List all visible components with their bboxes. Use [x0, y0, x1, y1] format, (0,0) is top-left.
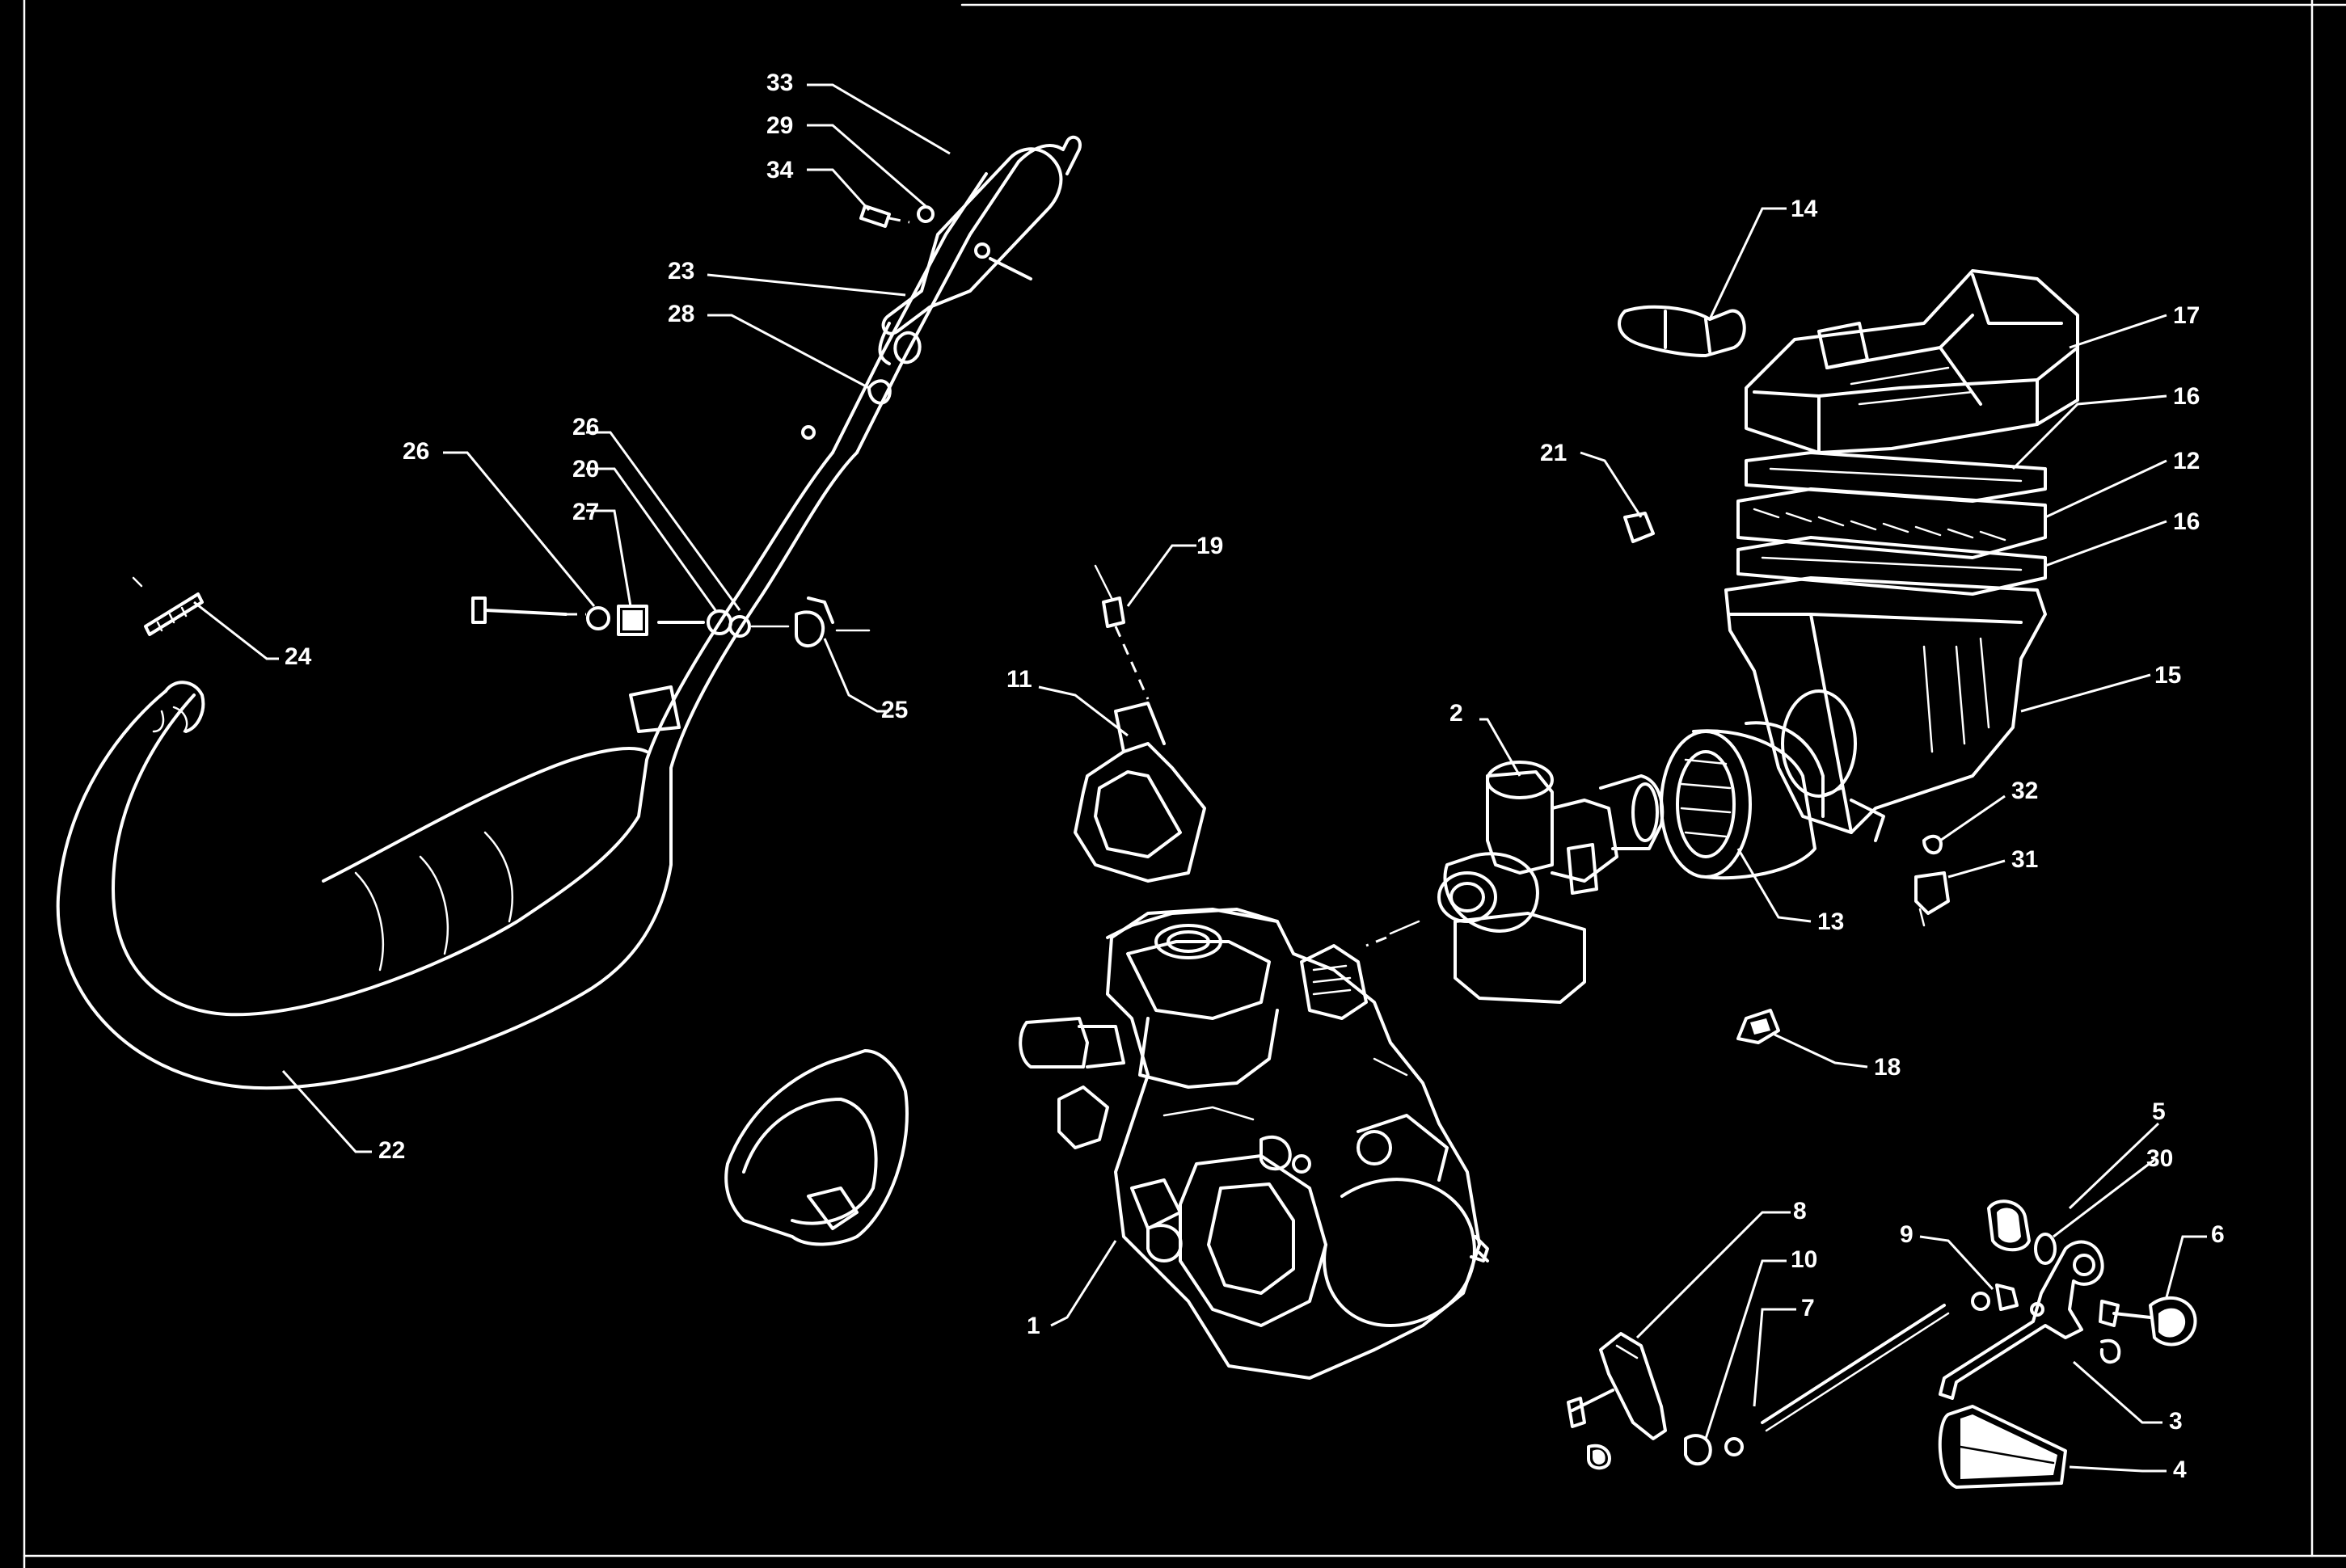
engine-assembly [1019, 908, 1489, 1380]
frame-border [23, 0, 2346, 1568]
callout-10: 10 [1791, 1246, 1817, 1273]
carburetor [1365, 761, 1665, 1004]
air-intake-boot [1660, 721, 1845, 880]
callout-28: 28 [668, 301, 694, 327]
exhaust-expansion-chamber [56, 451, 859, 1090]
callout-26-upper: 26 [572, 414, 599, 440]
leader-lines [193, 83, 2207, 1473]
callout-26-lower: 26 [403, 438, 429, 465]
callout-23: 23 [668, 258, 694, 285]
callout-24: 24 [285, 643, 312, 670]
callout-29: 29 [766, 112, 793, 139]
callout-30: 30 [2146, 1145, 2173, 1172]
small-clamp [1623, 512, 1655, 543]
callout-34: 34 [766, 157, 794, 183]
callout-13: 13 [1817, 908, 1844, 935]
callout-11: 11 [1006, 666, 1032, 693]
airbox-drain-parts [1914, 834, 1950, 927]
callout-21: 21 [1540, 440, 1567, 466]
callout-20: 20 [572, 456, 599, 483]
callout-31: 31 [2011, 846, 2038, 873]
callout-2: 2 [1449, 700, 1463, 727]
shift-arm [1567, 1332, 1744, 1470]
callout-18: 18 [1874, 1054, 1901, 1081]
rubber-mount [1736, 1009, 1780, 1044]
airbox-clip [1618, 305, 1746, 357]
callout-labels: 33 29 34 23 28 26 20 27 26 24 25 22 19 1… [285, 70, 2225, 1483]
airbox-cover [1745, 269, 2079, 454]
callout-7: 7 [1801, 1295, 1815, 1321]
shift-rod [1761, 1283, 2121, 1432]
callout-4: 4 [2173, 1456, 2187, 1483]
kickstart-lever [1938, 1240, 2104, 1489]
airbox-housing [1724, 576, 2047, 842]
callout-3: 3 [2169, 1408, 2183, 1435]
exhaust-spring [132, 576, 204, 636]
callout-19: 19 [1196, 533, 1223, 559]
callout-16-lower: 16 [2173, 508, 2200, 535]
callout-12: 12 [2173, 448, 2200, 474]
callout-32: 32 [2011, 778, 2038, 804]
callout-9: 9 [1900, 1221, 1914, 1248]
callout-27: 27 [572, 499, 599, 525]
callout-8: 8 [1793, 1198, 1807, 1224]
clutch-cover [724, 1049, 909, 1246]
exhaust-bolt-set [471, 596, 871, 647]
callout-16-upper: 16 [2173, 383, 2200, 410]
intake-manifold-gasket [1074, 564, 1206, 883]
silencer-mount-hardware [801, 204, 1032, 440]
kickstart-bolt [2099, 1296, 2197, 1347]
callout-15: 15 [2154, 662, 2181, 689]
callout-17: 17 [2173, 302, 2200, 329]
air-filter-stack [1736, 451, 2047, 596]
callout-6: 6 [2211, 1221, 2225, 1248]
callout-1: 1 [1027, 1313, 1040, 1339]
callout-33: 33 [766, 70, 793, 96]
callout-14: 14 [1791, 196, 1818, 222]
callout-5: 5 [2152, 1098, 2166, 1125]
exhaust-silencer [831, 135, 1082, 454]
callout-22: 22 [378, 1137, 405, 1164]
callout-25: 25 [881, 697, 908, 723]
spacer-and-washer [1987, 1199, 2057, 1265]
